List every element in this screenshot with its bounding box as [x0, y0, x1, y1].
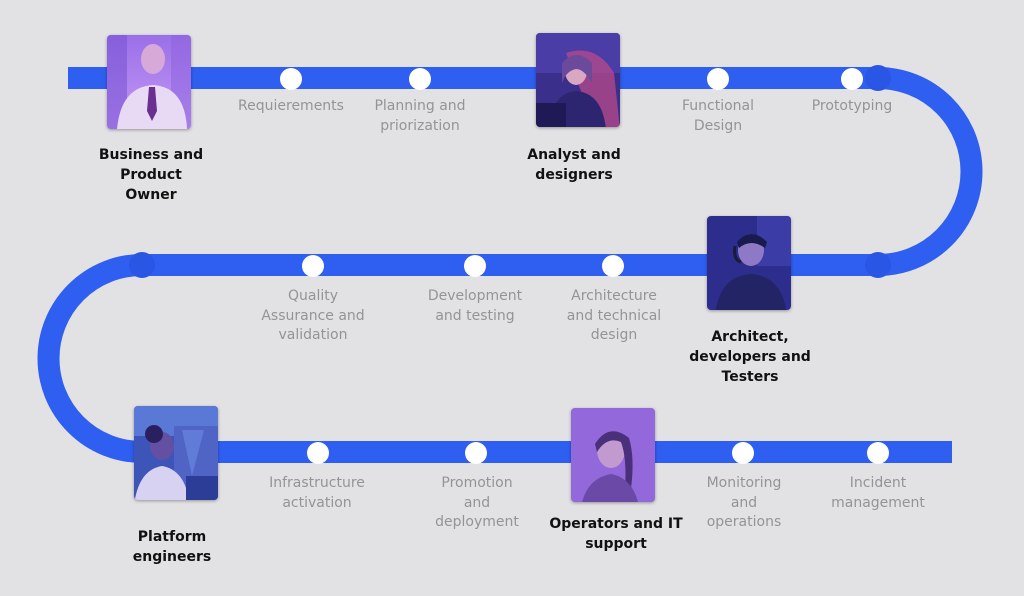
step-dot-promotion [465, 442, 487, 464]
role-label-architect-developers: Architect, developers and Testers [689, 329, 811, 385]
track-joint [865, 65, 891, 91]
step-label-incident: Incident management [831, 475, 925, 511]
step-dot-requirements [280, 68, 302, 90]
business-owner-portrait [107, 35, 191, 129]
architect-developer-portrait [707, 216, 791, 310]
step-dot-infrastructure [307, 442, 329, 464]
step-dot-monitoring [732, 442, 754, 464]
step-label-monitoring: Monitoring and operations [706, 475, 782, 530]
track-joint [865, 252, 891, 278]
role-label-operators-support: Operators and IT support [549, 516, 683, 552]
step-label-infrastructure: Infrastructure activation [269, 475, 365, 511]
step-label-quality: Quality Assurance and validation [261, 288, 365, 343]
role-label-business-owner: Business and Product Owner [98, 147, 204, 203]
track-joint [129, 252, 155, 278]
step-dot-quality [302, 255, 324, 277]
role-label-analyst-designers: Analyst and designers [527, 147, 621, 183]
step-label-architecture: Architecture and technical design [566, 288, 662, 343]
role-label-platform-engineers: Platform engineers [132, 529, 212, 565]
step-label-development: Development and testing [427, 288, 523, 324]
step-dot-development [464, 255, 486, 277]
step-label-requirements: Requierements [238, 98, 344, 114]
analyst-designer-portrait [536, 33, 620, 127]
step-label-planning: Planning and priorization [374, 98, 466, 134]
step-dot-incident [867, 442, 889, 464]
step-dot-planning [409, 68, 431, 90]
step-label-functional-design: Functional Design [681, 98, 755, 134]
step-dot-architecture [602, 255, 624, 277]
step-label-promotion: Promotion and deployment [435, 475, 519, 530]
step-label-prototyping: Prototyping [811, 98, 893, 114]
step-dot-prototyping [841, 68, 863, 90]
operator-support-portrait [571, 408, 655, 502]
track-path [37, 67, 983, 463]
platform-engineer-portrait [134, 406, 218, 500]
step-dot-functional-design [707, 68, 729, 90]
